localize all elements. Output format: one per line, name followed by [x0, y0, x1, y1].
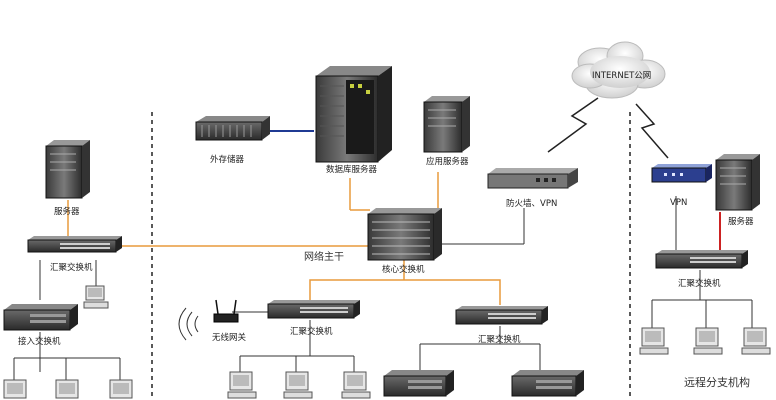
remote-branch-label: 远程分支机构: [684, 375, 750, 389]
agg-switch-mid-icon: [267, 300, 360, 319]
left-server-icon: [45, 140, 90, 199]
pc-icon: [55, 379, 79, 399]
wireless-gw-label: 无线网关: [212, 332, 247, 343]
internet-cloud-icon: [571, 41, 666, 99]
pc-icon: [341, 371, 371, 399]
vpn-device-icon: [651, 164, 712, 183]
pc-icon: [3, 379, 27, 399]
wireless-gateway-icon: [178, 299, 239, 341]
database-server-icon: [315, 66, 392, 163]
wires: [13, 196, 753, 380]
agg-switch-left-icon: [27, 236, 122, 253]
vpn-label: VPN: [670, 198, 687, 208]
app-server-icon: [423, 96, 470, 153]
pc-icon: [83, 285, 109, 309]
remote-server-label: 服务器: [728, 216, 754, 227]
pc-icon: [109, 379, 133, 399]
agg-mid-label: 汇聚交换机: [290, 326, 333, 337]
access-switch-icon: [511, 370, 584, 397]
pc-icon: [693, 327, 723, 355]
agg-switch-remote-icon: [655, 250, 748, 269]
agg-left-label: 汇聚交换机: [50, 262, 93, 273]
core-switch-label: 核心交换机: [382, 264, 425, 275]
pc-icon: [741, 327, 771, 355]
agg-mid2-label: 汇聚交换机: [478, 334, 521, 345]
firewall-label: 防火墙、VPN: [506, 198, 557, 209]
pc-icon: [227, 371, 257, 399]
agg-remote-label: 汇聚交换机: [678, 278, 721, 289]
remote-server-icon: [715, 154, 760, 211]
wan-link-bolt-vpn: [635, 103, 669, 159]
app-server-label: 应用服务器: [426, 156, 469, 167]
left-server-label: 服务器: [54, 206, 80, 217]
access-switch-label: 接入交换机: [18, 336, 61, 347]
wan-link-bolt-firewall: [547, 97, 599, 153]
internet-label: INTERNET公网: [592, 71, 651, 81]
backbone-label: 网络主干: [304, 250, 344, 263]
agg-switch-mid2-icon: [455, 306, 548, 325]
storage-label: 外存储器: [210, 154, 245, 165]
pc-icon: [283, 371, 313, 399]
pc-icon: [639, 327, 669, 355]
storage-array-icon: [195, 116, 270, 141]
db-server-label: 数据库服务器: [326, 164, 378, 175]
access-switch-icon: [383, 370, 454, 397]
access-switch-icon: [3, 304, 78, 331]
core-switch-icon: [367, 208, 442, 261]
firewall-vpn-icon: [487, 168, 578, 189]
backbone-links: [67, 172, 501, 305]
